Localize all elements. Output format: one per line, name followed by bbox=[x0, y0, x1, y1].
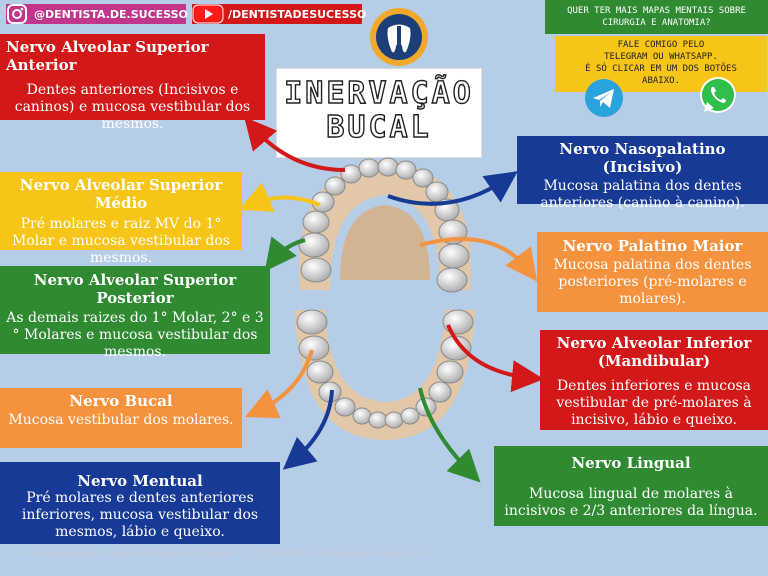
card-title: Nervo Mentual bbox=[77, 472, 203, 490]
card-title: Nervo Palatino Maior bbox=[562, 237, 743, 255]
youtube-icon bbox=[192, 4, 224, 24]
card-body: Pré molares e dentes anteriores inferior… bbox=[21, 490, 259, 540]
card-body: Dentes inferiores e mucosa vestibular de… bbox=[556, 378, 752, 428]
telegram-icon[interactable] bbox=[584, 78, 624, 118]
instagram-handle-text: @DENTISTA.DE.SUCESSO bbox=[34, 7, 188, 21]
card-body: Pré molares e raiz MV do 1° Molar e muco… bbox=[11, 216, 230, 266]
promo-contact: FALE COMIGO PELO TELEGRAM OU WHATSAPP. É… bbox=[555, 36, 767, 92]
promo-question: QUER TER MAIS MAPAS MENTAIS SOBRE CIRURG… bbox=[545, 0, 768, 34]
card-body: Dentes anteriores (Incisivos e caninos) … bbox=[14, 82, 251, 132]
license-footer: Licenciado para - Marcelo Rodrigues Cama… bbox=[24, 549, 429, 559]
card-body: Mucosa vestibular dos molares. bbox=[8, 412, 234, 428]
card-title: Nervo Alveolar Superior Posterior bbox=[33, 271, 237, 307]
card-nervo-lingual: Nervo Lingual Mucosa lingual de molares … bbox=[494, 446, 768, 526]
card-nervo-mentual: Nervo Mentual Pré molares e dentes anter… bbox=[0, 462, 280, 544]
card-nervo-alveolar-superior-posterior: Nervo Alveolar Superior Posterior As dem… bbox=[0, 266, 270, 360]
dental-arch-illustration bbox=[270, 150, 500, 450]
page-title: INERVAÇÃO BUCAL bbox=[276, 68, 482, 158]
card-title: Nervo Bucal bbox=[69, 392, 173, 410]
card-body: Mucosa lingual de molares à incisivos e … bbox=[504, 486, 758, 519]
card-title: Nervo Alveolar Superior Anterior bbox=[6, 38, 209, 74]
card-nervo-alveolar-superior-anterior: Nervo Alveolar Superior Anterior Dentes … bbox=[0, 34, 265, 132]
promo-line-2: CIRURGIA E ANATOMIA? bbox=[602, 18, 711, 28]
promo-line-3: FALE COMIGO PELO bbox=[617, 40, 705, 50]
card-nervo-alveolar-inferior: Nervo Alveolar Inferior (Mandibular) Den… bbox=[540, 330, 768, 430]
card-nervo-palatino-maior: Nervo Palatino Maior Mucosa palatina dos… bbox=[537, 232, 768, 312]
promo-line-4: TELEGRAM OU WHATSAPP. bbox=[604, 52, 718, 62]
card-nervo-nasopalatino: Nervo Nasopalatino (Incisivo) Mucosa pal… bbox=[517, 136, 768, 211]
instagram-handle[interactable]: @DENTISTA.DE.SUCESSO bbox=[6, 3, 188, 25]
card-title: Nervo Nasopalatino (Incisivo) bbox=[559, 140, 726, 176]
title-line-2: BUCAL bbox=[326, 110, 432, 145]
card-title: Nervo Lingual bbox=[571, 454, 691, 472]
promo-line-5: É SÓ CLICAR EM UM DOS BOTÕES bbox=[585, 64, 737, 74]
card-body: Mucosa palatina dos dentes posteriores (… bbox=[553, 257, 752, 307]
title-line-1: INERVAÇÃO bbox=[284, 76, 474, 111]
card-title: Nervo Alveolar Superior Médio bbox=[19, 176, 223, 212]
promo-line-1: QUER TER MAIS MAPAS MENTAIS SOBRE bbox=[567, 6, 746, 16]
whatsapp-icon[interactable] bbox=[696, 74, 740, 118]
card-body: Mucosa palatina dos dentes anteriores (c… bbox=[540, 178, 745, 211]
card-body: As demais raizes do 1° Molar, 2° e 3 ° M… bbox=[6, 310, 264, 360]
youtube-handle-text: /DENTISTADESUCESSO bbox=[228, 7, 367, 21]
card-nervo-alveolar-superior-medio: Nervo Alveolar Superior Médio Pré molare… bbox=[0, 172, 242, 266]
card-nervo-bucal: Nervo Bucal Mucosa vestibular dos molare… bbox=[0, 388, 242, 448]
tooth-logo-icon bbox=[368, 6, 430, 68]
promo-line-6: ABAIXO. bbox=[642, 76, 680, 86]
card-title: Nervo Alveolar Inferior (Mandibular) bbox=[556, 334, 752, 370]
youtube-handle[interactable]: /DENTISTADESUCESSO bbox=[192, 4, 366, 24]
instagram-icon bbox=[6, 3, 28, 25]
